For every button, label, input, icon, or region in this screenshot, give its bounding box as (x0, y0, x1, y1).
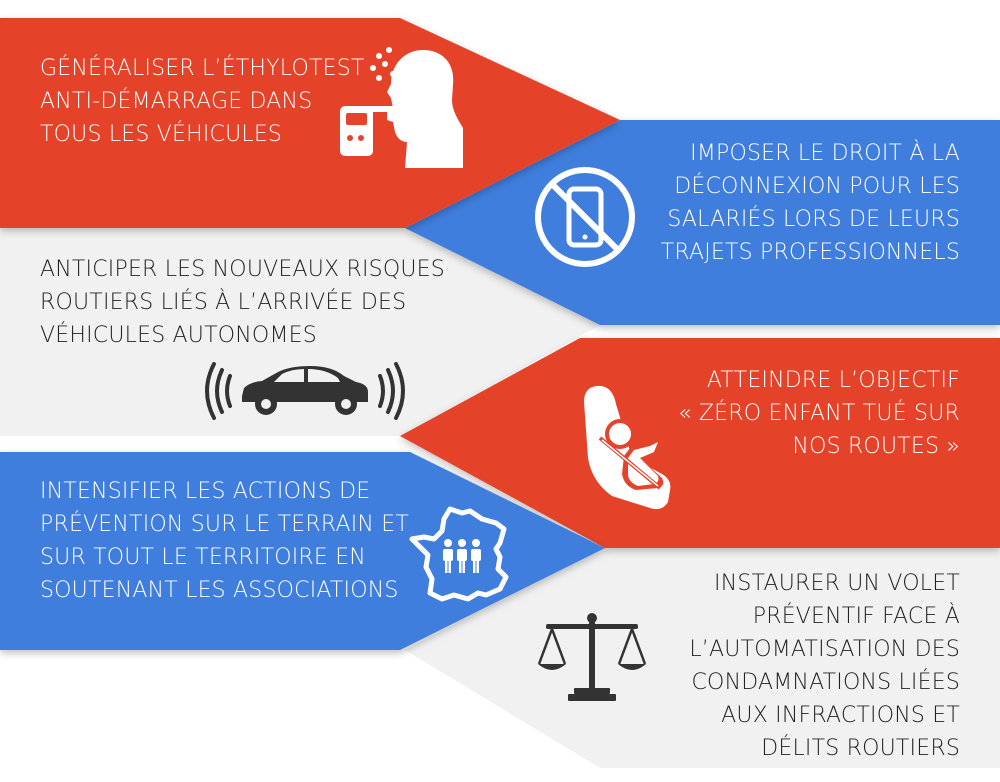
france-map-people-icon (409, 506, 509, 602)
panel-disconnect-text: IMPOSER LE DROIT À LA DÉCONNEXION POUR L… (660, 141, 960, 265)
panel-prevention-text: INTENSIFIER LES ACTIONS DE PRÉVENTION SU… (40, 479, 409, 603)
no-phone-icon (535, 167, 635, 267)
panel-breathalyzer-bg (0, 18, 620, 228)
panel-children-text: ATTEINDRE L’OBJECTIF « ZÉRO ENFANT TUÉ S… (678, 368, 960, 459)
panel-breathalyzer-text: GÉNÉRALISER L’ÉTHYLOTEST ANTI-DÉMARRAGE … (40, 56, 365, 147)
panel-autonomous-text: ANTICIPER LES NOUVEAUX RISQUES ROUTIERS … (40, 257, 445, 348)
panel-children-bg (400, 338, 1000, 548)
connected-car-icon (205, 362, 405, 420)
child-car-seat-icon (584, 385, 671, 510)
panel-automation-bg (405, 548, 1000, 768)
scales-of-justice-icon (537, 613, 647, 701)
panel-prevention-bg (0, 452, 605, 650)
panel-automation-text: INSTAURER UN VOLET PRÉVENTIF FACE À L’AU… (689, 571, 960, 761)
panel-autonomous-bg (0, 228, 600, 436)
breathalyzer-person-icon (340, 47, 463, 168)
panel-disconnect-bg (405, 120, 1000, 325)
